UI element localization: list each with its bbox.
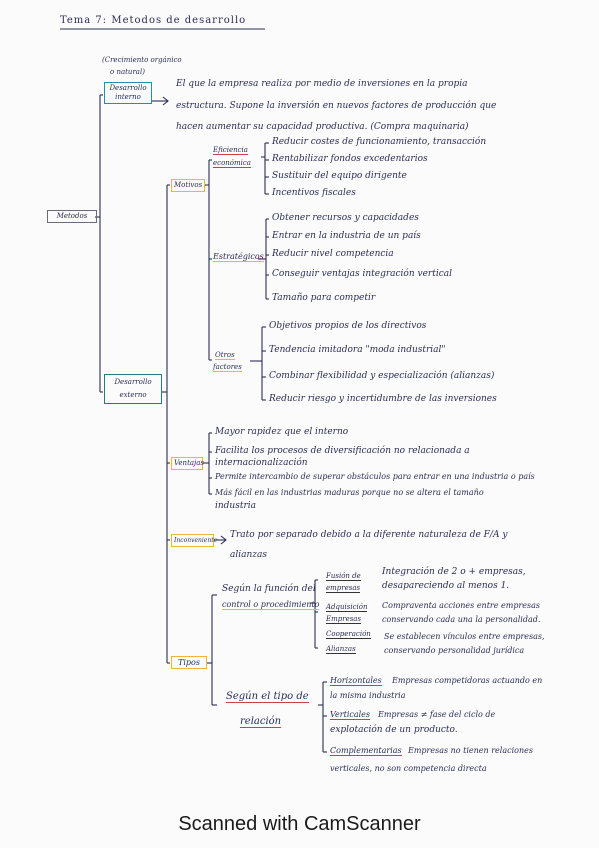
otros-factores-label-2: factores (213, 363, 242, 372)
inconveniente-line-1: Trato por separado debido a la diferente… (230, 530, 508, 540)
otros-item-4: Reducir riesgo y incertidumbre de las in… (269, 394, 497, 404)
otros-item-3: Combinar flexibilidad y especialización … (269, 371, 495, 381)
interno-text-line-3: hacen aumentar su capacidad productiva. … (176, 122, 469, 132)
ventajas-item-4b: industria (215, 501, 257, 511)
eficiencia-item-2: Rentabilizar fondos excedentarios (272, 154, 428, 164)
complementarias-text-1: Empresas no tienen relaciones (408, 746, 533, 755)
cooperacion-label-1: Cooperación (326, 630, 371, 639)
page-title: Tema 7: Metodos de desarrollo (60, 15, 247, 26)
camscanner-watermark: Scanned with CamScanner (178, 813, 421, 835)
ventajas-item-4: Más fácil en las industrias maduras porq… (215, 488, 484, 497)
fusion-text-1: Integración de 2 o + empresas, (382, 567, 526, 577)
ventajas-box: Ventajas (171, 457, 204, 470)
complementarias-text-2: verticales, no son competencia directa (330, 764, 487, 773)
eficiencia-item-1: Reducir costes de funcionamiento, transa… (272, 137, 487, 147)
interno-text-line-2: estructura. Supone la inversión en nuevo… (176, 101, 497, 111)
estrategicos-item-3: Reducir nivel competencia (272, 249, 394, 259)
horizontales-text-1: Empresas competidoras actuando en (392, 676, 543, 685)
verticales-text-2: explotación de un producto. (330, 725, 458, 735)
segun-funcion-label-1: Según la función del (222, 584, 316, 594)
inconveniente-line-2: alianzas (230, 550, 268, 560)
adquisicion-text-1: Compraventa acciones entre empresas (382, 601, 540, 610)
verticales-text-1: Empresas ≠ fase del ciclo de (378, 710, 496, 719)
desarrollo-interno-box: Desarrollo interno (104, 82, 152, 104)
adquisicion-label-1: Adquisición (326, 603, 368, 612)
otros-factores-label-1: Otros (215, 351, 235, 360)
estrategicos-label: Estratégicos (213, 252, 264, 262)
complementarias-label: Complementarias (330, 746, 402, 756)
otros-item-2: Tendencia imitadora "moda industrial" (269, 345, 446, 355)
eficiencia-item-3: Sustituir del equipo dirigente (272, 171, 407, 181)
cooperacion-label-2: Alianzas (326, 645, 356, 654)
segun-relacion-label-2: relación (240, 716, 282, 728)
otros-item-1: Objetivos propios de los directivos (269, 321, 427, 331)
tipos-box: Tipos (171, 656, 207, 669)
desarrollo-externo-line-2: externo (119, 391, 147, 399)
segun-funcion-label-2: control o procedimiento (222, 600, 320, 610)
estrategicos-item-4: Conseguir ventajas integración vertical (272, 269, 453, 279)
segun-relacion-label-1: Según el tipo de (226, 691, 309, 703)
interno-note-line-1: (Crecimiento orgánico (102, 56, 182, 64)
desarrollo-externo-line-1: Desarrollo (114, 378, 152, 386)
eficiencia-label-1: Eficiencia (213, 146, 248, 155)
ventajas-item-3: Permite intercambio de superar obstáculo… (215, 472, 535, 481)
cooperacion-text-2: conservando personalidad jurídica (384, 646, 525, 655)
eficiencia-item-4: Incentivos fiscales (272, 188, 356, 198)
estrategicos-item-5: Tamaño para competir (272, 293, 376, 303)
estrategicos-item-2: Entrar en la industria de un país (272, 231, 421, 241)
inconveniente-box: Inconveniente (171, 534, 217, 547)
estrategicos-item-1: Obtener recursos y capacidades (272, 213, 419, 223)
horizontales-text-2: la misma industria (330, 691, 406, 700)
adquisicion-label-2: Empresas (326, 615, 362, 624)
desarrollo-externo-box: Desarrollo externo (104, 374, 162, 404)
adquisicion-text-2: conservando cada una la personalidad. (382, 615, 541, 624)
desarrollo-interno-line-1: Desarrollo (109, 84, 147, 92)
verticales-label: Verticales (330, 710, 371, 720)
motivos-box: Motivos (171, 179, 205, 192)
cooperacion-text-1: Se establecen vínculos entre empresas, (384, 632, 545, 641)
fusion-label-2: empresas (326, 584, 361, 593)
ventajas-item-1: Mayor rapidez que el interno (215, 427, 349, 437)
interno-text-line-1: El que la empresa realiza por medio de i… (176, 79, 468, 89)
root-node-metodos: Metodos (47, 210, 97, 223)
horizontales-label: Horizontales (330, 676, 382, 686)
fusion-text-2: desapareciendo al menos 1. (382, 581, 510, 591)
desarrollo-interno-line-2: interno (115, 93, 141, 101)
fusion-label-1: Fusión de (326, 572, 361, 581)
eficiencia-label-2: económica (213, 159, 251, 168)
ventajas-item-2b: internacionalización (215, 458, 308, 468)
ventajas-item-2: Facilita los procesos de diversificación… (215, 446, 470, 456)
interno-note-line-2: o natural) (110, 68, 145, 76)
